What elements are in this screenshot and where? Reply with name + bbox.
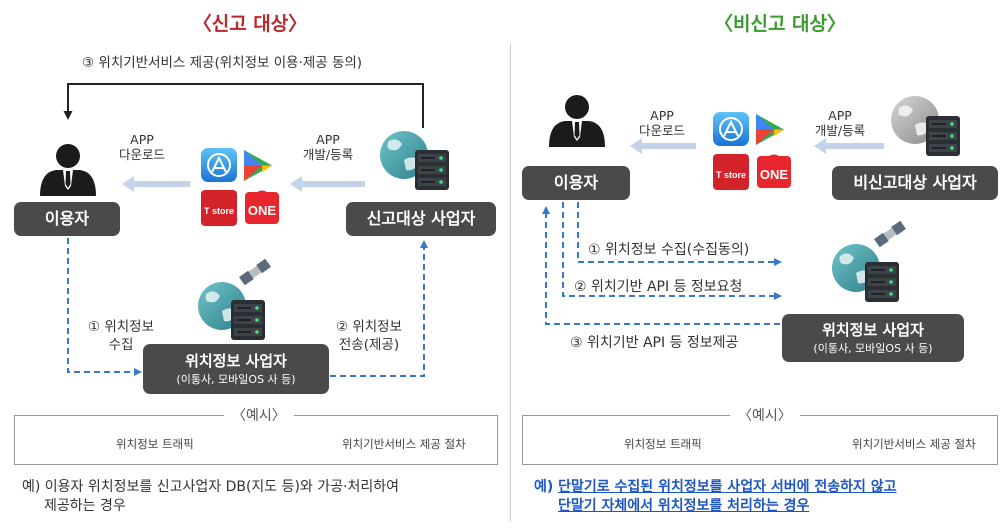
left-user-box: 이용자: [14, 202, 120, 236]
right-legend-title: 〈예시〉: [730, 405, 800, 425]
left-one-store-icon: ONE: [248, 203, 277, 218]
left-service-flow-arrow: [63, 83, 424, 128]
right-step3-dashed-arrow: [542, 206, 780, 325]
left-user-person-icon: [40, 144, 96, 196]
right-location-provider-box: 위치정보 사업자 (이통사, 모바일OS 사 등): [782, 314, 964, 362]
left-collect-dashed-arrow: [67, 238, 142, 376]
left-title: 〈신고 대상〉: [192, 13, 308, 35]
left-legend-solid-label: 위치기반서비스 제공 절차: [342, 437, 466, 451]
right-provider-server-icon: [926, 116, 960, 156]
left-location-server-icon: [231, 300, 265, 340]
left-location-provider-box: 위치정보 사업자 (이통사, 모바일OS 사 등): [143, 344, 329, 394]
right-location-server-icon: [865, 262, 899, 302]
left-note: 예) 이용자 위치정보를 신고사업자 DB(지도 등)와 가공·처리하여 제공하…: [22, 479, 400, 514]
right-step3-label: ③ 위치기반 API 등 정보제공: [570, 335, 739, 351]
left-provider-box: 신고대상 사업자: [346, 202, 496, 236]
right-step2-dashed-arrow: [562, 202, 782, 300]
right-provider-box: 비신고대상 사업자: [832, 166, 998, 200]
right-user-person-icon: [549, 95, 605, 147]
right-satellite-icon: [874, 220, 906, 248]
right-step1-dashed-arrow: [577, 202, 782, 266]
left-legend-title: 〈예시〉: [224, 405, 294, 425]
right-legend-solid-label: 위치기반서비스 제공 절차: [852, 437, 976, 451]
left-tstore-icon: T store: [204, 206, 234, 216]
right-app-store-icons: [713, 112, 791, 190]
left-service-flow-label: ③ 위치기반서비스 제공(위치정보 이용·제공 동의): [82, 55, 363, 71]
left-provider-server-icon: [415, 150, 449, 190]
left-app-store-icons: [201, 148, 279, 226]
right-tstore-icon: T store: [716, 170, 746, 180]
left-satellite-icon: [239, 258, 271, 286]
right-step1-label: ① 위치정보 수집(수집동의): [588, 242, 750, 258]
left-transfer-dashed-arrow: [330, 240, 428, 377]
right-legend-dashed-label: 위치정보 트래픽: [624, 437, 702, 451]
right-title: 〈비신고 대상〉: [713, 13, 846, 35]
section-divider: [510, 44, 511, 522]
right-user-box: 이용자: [522, 166, 630, 200]
right-step2-label: ② 위치기반 API 등 정보요청: [574, 279, 743, 295]
right-note: 예) 단말기로 수집된 위치정보를 사업자 서버에 전송하지 않고 단말기 자체…: [534, 479, 897, 514]
right-one-store-icon: ONE: [760, 167, 789, 182]
left-legend-dashed-label: 위치정보 트래픽: [116, 437, 194, 451]
